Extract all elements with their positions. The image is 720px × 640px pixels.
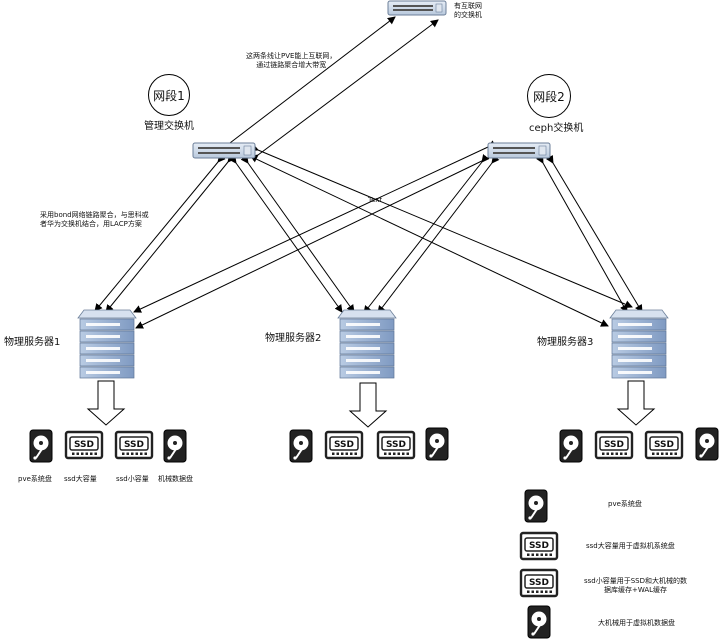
legend-text-3: ssd小容量用于SSD和大机械的数 据库缓存+WAL缓存 <box>584 577 688 594</box>
legend-hdd-icon-data <box>527 605 551 639</box>
connection-lines <box>94 16 643 329</box>
disks-layer: SSD SSD SSD SSD SSD SSD SSD SSD <box>29 427 719 639</box>
ssd-badge-text: SSD <box>74 440 94 450</box>
server-1-icon <box>77 309 137 379</box>
ceph-to-server2-a <box>363 154 490 314</box>
hdd-icon-s1-data <box>163 429 187 463</box>
disk-label-ssd-large: ssd大容量 <box>64 475 97 483</box>
legend-text-2: ssd大容量用于虚拟机系统盘 <box>586 542 675 550</box>
ssd-icon-s3-large: SSD <box>594 430 634 460</box>
down-arrow-1 <box>86 380 126 426</box>
legend-hdd-icon-pve <box>524 489 548 523</box>
ssd-icon-s3-small: SSD <box>644 430 684 460</box>
ssd-icon-s1-small: SSD <box>114 430 154 460</box>
legend-ssd-icon-small: SSD <box>519 568 559 598</box>
hdd-icon-s2-data <box>425 427 449 461</box>
hdd-icon-s2-pve <box>289 429 313 463</box>
hdd-icon-s3-pve <box>559 429 583 463</box>
legend-ssd-icon-large: SSD <box>519 531 559 561</box>
uplink-line-2 <box>250 19 439 163</box>
server-2-icon <box>337 309 397 379</box>
segment1-circle: 网段1 <box>148 74 190 116</box>
ssd-badge-text: SSD <box>124 440 144 450</box>
ssd-icon-s2-small: SSD <box>376 430 416 460</box>
server3-label: 物理服务器3 <box>537 337 594 348</box>
server2-label: 物理服务器2 <box>265 333 322 344</box>
mgmt-to-server2-a <box>228 154 343 313</box>
disk-label-pve: pve系统盘 <box>18 475 52 483</box>
legend-text-1: pve系统盘 <box>608 500 642 508</box>
segment2-circle: 网段2 <box>527 74 571 118</box>
uplink-note: 这两条线让PVE能上互联网， 通过链路聚合增大带宽 <box>246 52 337 69</box>
ssd-badge-text: SSD <box>529 578 549 588</box>
server-3-icon <box>609 309 669 379</box>
management-switch <box>192 142 256 159</box>
disk-label-hdd-data: 机械数据盘 <box>158 475 193 483</box>
ceph-switch <box>487 142 551 159</box>
down-arrow-2 <box>348 382 388 428</box>
ceph-to-server1-b <box>135 151 497 329</box>
internet-switch <box>387 0 447 16</box>
bond-note: 采用bond网络链路聚合，与思科或 者华为交换机结合，用LACP方案 <box>40 211 149 228</box>
uplink-line-1 <box>218 16 396 154</box>
down-arrows <box>86 380 656 428</box>
internet-switch-label: 有互联网 的交换机 <box>454 2 482 19</box>
mgmt-to-server1-b <box>105 154 236 313</box>
ssd-badge-text: SSD <box>529 541 549 551</box>
legend-text-4: 大机械用于虚拟机数据盘 <box>598 619 675 627</box>
hdd-icon-s3-data <box>695 427 719 461</box>
ssd-badge-text: SSD <box>386 440 406 450</box>
ssd-badge-text: SSD <box>334 440 354 450</box>
ceph-to-server2-b <box>377 155 500 314</box>
ssd-icon-s2-large: SSD <box>324 430 364 460</box>
down-arrow-3 <box>616 380 656 426</box>
hdd-icon-s1-pve <box>29 429 53 463</box>
management-switch-label: 管理交换机 <box>144 121 194 132</box>
ssd-badge-text: SSD <box>604 440 624 450</box>
mgmt-to-server1-a <box>94 154 226 312</box>
disk-label-ssd-small: ssd小容量 <box>116 475 149 483</box>
ssd-icon-s1-large: SSD <box>64 430 104 460</box>
ceph-to-server3-b <box>545 154 643 313</box>
ceph-switch-label: ceph交换机 <box>529 123 584 134</box>
ceph-to-server3-a <box>536 154 628 313</box>
ssd-badge-text: SSD <box>654 440 674 450</box>
mgmt-to-server2-b <box>240 154 355 313</box>
server1-label: 物理服务器1 <box>4 337 61 348</box>
servers-layer <box>77 309 669 379</box>
center-text: Text <box>368 196 383 204</box>
